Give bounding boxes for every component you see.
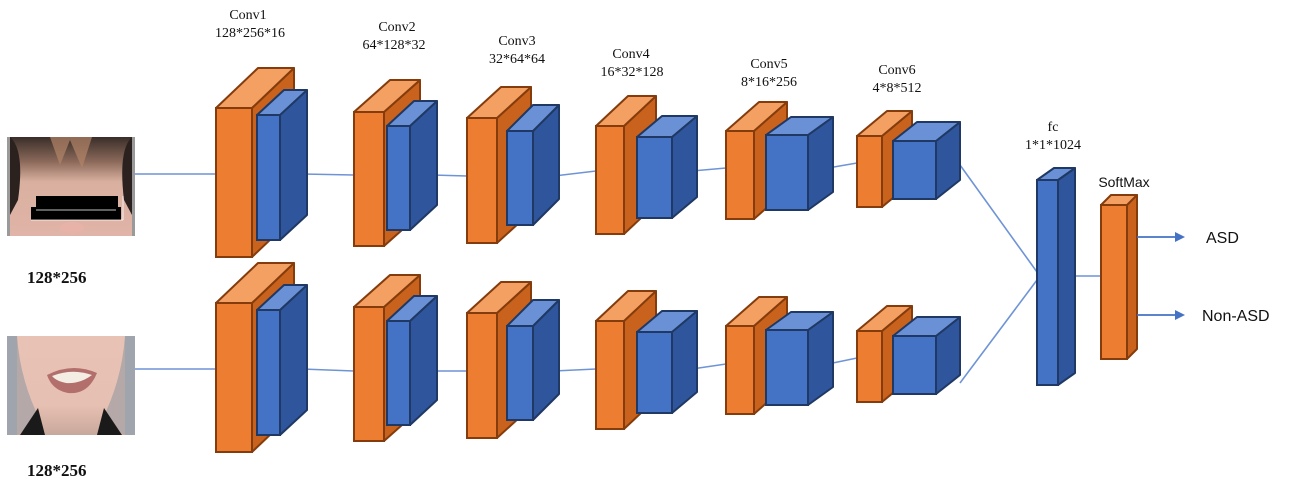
connector-eyes-conv1-to-conv2 [301, 173, 355, 176]
conv2-title: Conv2 [378, 20, 415, 35]
softmax-block-side-face [1126, 194, 1138, 360]
eyes-stream-conv1-block-front-face [215, 107, 253, 258]
fc-block-side-face [1057, 167, 1076, 386]
eyes-stream-pool4-block-front-face [636, 136, 673, 219]
eyes-stream-pool6-block [892, 121, 961, 200]
eyes-stream-conv5-block-front-face [725, 130, 755, 220]
eyes-stream-pool2-block [386, 100, 438, 231]
input-eyes-size-label: 128*256 [27, 268, 87, 287]
eyes-stream-pool1-block [256, 89, 308, 241]
mouth-stream-pool3-block [506, 299, 560, 421]
conv4-dims: 16*32*128 [601, 65, 664, 80]
mouth-stream-conv1-block-front-face [215, 302, 253, 453]
mouth-stream-pool2-block [386, 295, 438, 426]
mouth-stream-conv6-block-front-face [856, 330, 883, 403]
fc-title: fc [1048, 120, 1059, 135]
eyes-stream-pool5-block-front-face [765, 134, 809, 211]
input-image-mouth [7, 336, 135, 435]
mouth-stream-pool1-block-front-face [256, 309, 281, 436]
conv3-dims: 32*64*64 [489, 52, 545, 67]
output-label-non-asd: Non-ASD [1202, 308, 1270, 325]
mouth-stream-pool3-block-front-face [506, 325, 534, 421]
mouth-stream-conv2-block-front-face [353, 306, 385, 442]
fc-dims: 1*1*1024 [1025, 138, 1081, 153]
conv4-title: Conv4 [612, 47, 649, 62]
eyes-stream-pool3-block [506, 104, 560, 226]
mouth-stream-pool1-block [256, 284, 308, 436]
network-blocks [215, 67, 1185, 453]
eyes-stream-pool5-block [765, 116, 834, 211]
eyes-stream-conv6-block-front-face [856, 135, 883, 208]
mouth-stream-pool5-block [765, 311, 834, 406]
eyes-stream-conv3-block-front-face [466, 117, 498, 244]
connector-mouth-conv6-to-fc [959, 279, 1038, 384]
mouth-stream-pool5-block-front-face [765, 329, 809, 406]
output-label-asd: ASD [1206, 230, 1239, 247]
conv6-title: Conv6 [878, 63, 915, 78]
mouth-stream-conv4-block-front-face [595, 320, 625, 430]
input-image-eyes [7, 137, 135, 236]
conv3-title: Conv3 [498, 34, 535, 49]
softmax-title: SoftMax [1098, 174, 1149, 190]
eyes-stream-pool4-block [636, 115, 698, 219]
eyes-stream-pool3-block-front-face [506, 130, 534, 226]
softmax-block [1100, 194, 1138, 360]
conv5-title: Conv5 [750, 57, 787, 72]
input-mouth-size-label: 128*256 [27, 461, 87, 480]
mouth-stream-pool2-block-front-face [386, 320, 411, 426]
mouth-stream-conv5-block-front-face [725, 325, 755, 415]
eyes-stream-pool2-block-front-face [386, 125, 411, 231]
conv6-dims: 4*8*512 [873, 81, 922, 96]
mouth-stream-pool6-block [892, 316, 961, 395]
mouth-stream-pool6-block-front-face [892, 335, 937, 395]
connector-eyes-conv3-to-conv4 [553, 170, 597, 177]
conv1-dims: 128*256*16 [215, 26, 285, 41]
conv5-dims: 8*16*256 [741, 75, 797, 90]
mouth-stream-pool4-block-front-face [636, 331, 673, 414]
fc-block [1036, 167, 1076, 386]
fc-block-front-face [1036, 179, 1059, 386]
eyes-stream-conv4-block-front-face [595, 125, 625, 235]
eyes-stream-pool6-block-front-face [892, 140, 937, 200]
softmax-block-front-face [1100, 204, 1128, 360]
conv2-dims: 64*128*32 [363, 38, 426, 53]
connector-mouth-conv1-to-conv2 [301, 368, 355, 372]
connector-mouth-conv3-to-conv4 [553, 368, 597, 372]
layer-labels: Conv1 128*256*16 Conv2 64*128*32 Conv3 3… [215, 8, 1270, 325]
eyes-stream-conv2-block-front-face [353, 111, 385, 247]
mouth-stream-conv3-block-front-face [466, 312, 498, 439]
eyes-stream-pool1-block-front-face [256, 114, 281, 241]
mouth-stream-pool4-block [636, 310, 698, 414]
conv1-title: Conv1 [229, 8, 266, 23]
connector-eyes-conv6-to-fc [959, 164, 1038, 273]
